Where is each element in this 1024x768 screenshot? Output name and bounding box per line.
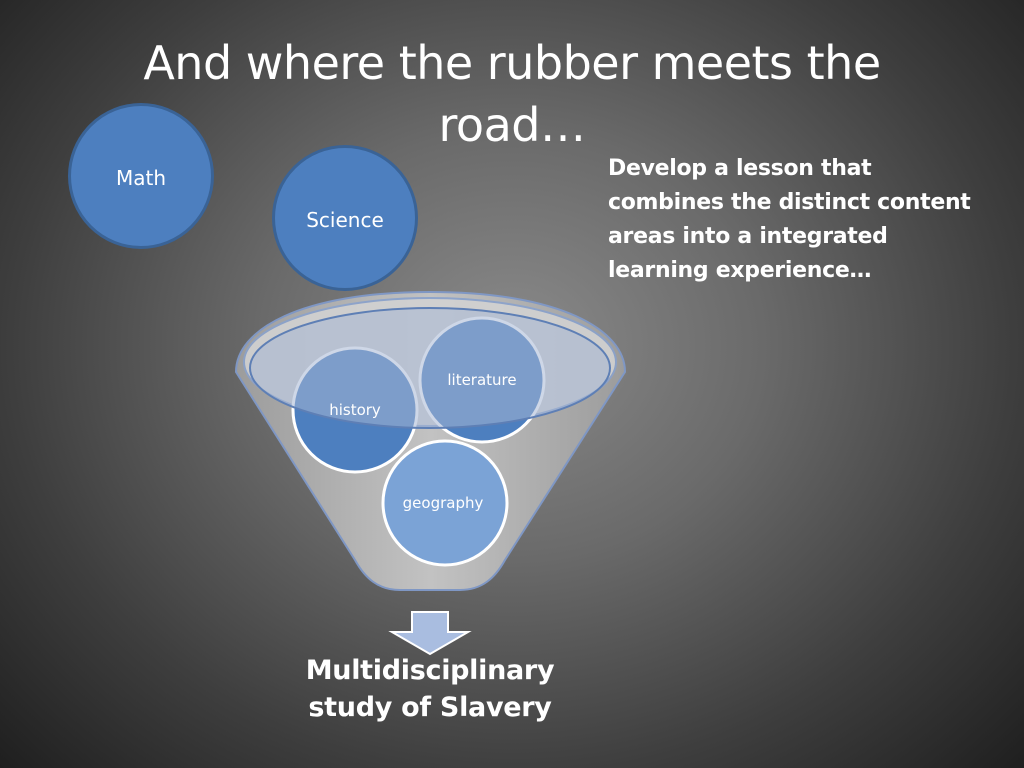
math-bubble: Math bbox=[68, 103, 214, 249]
math-label: Math bbox=[115, 166, 167, 190]
task-description: Develop a lesson that combines the disti… bbox=[608, 156, 971, 283]
science-bubble: Science bbox=[272, 145, 418, 291]
down-arrow-icon bbox=[388, 611, 472, 656]
history-label: history bbox=[329, 401, 381, 419]
slide-title: And where the rubber meets the road… bbox=[143, 36, 881, 152]
science-label: Science bbox=[306, 208, 384, 232]
result-caption: Multidisciplinary study of Slavery bbox=[305, 655, 555, 723]
funnel-rim-overlay bbox=[249, 307, 611, 429]
literature-label: literature bbox=[447, 371, 517, 389]
geography-label: geography bbox=[402, 494, 484, 512]
geography-circle bbox=[381, 439, 509, 567]
